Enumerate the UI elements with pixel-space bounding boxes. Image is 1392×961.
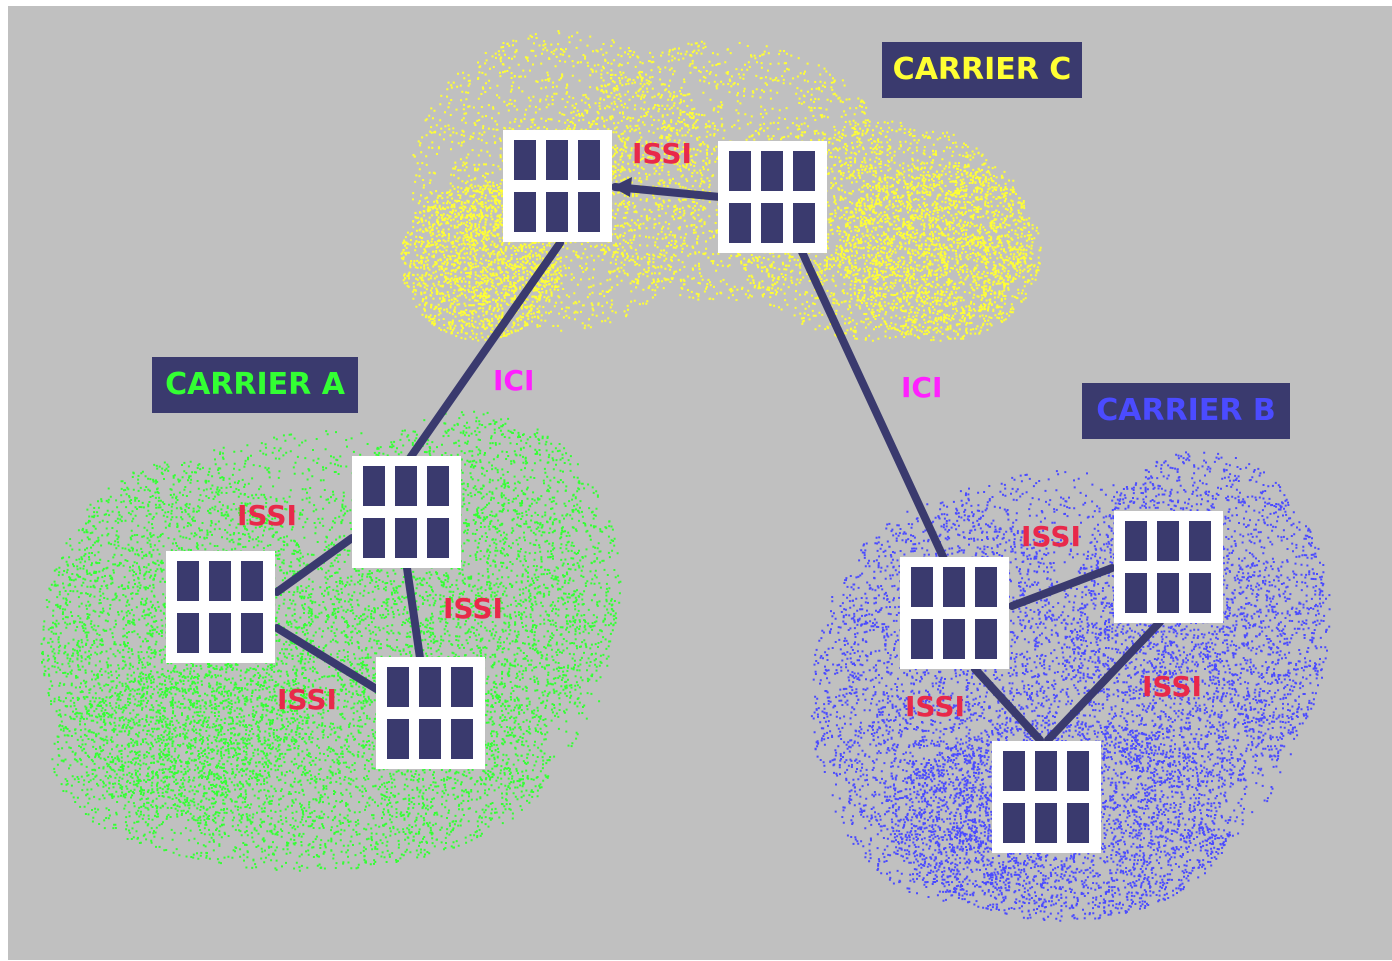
switch-node-b3 (992, 741, 1101, 853)
building-grid-icon (514, 140, 536, 180)
switch-node-c2 (718, 141, 827, 253)
nodes (166, 130, 1223, 853)
issi-link-c (611, 183, 724, 201)
issi-link-a1 (273, 534, 356, 596)
ici-link-left (406, 239, 564, 462)
building-grid-icon (427, 518, 449, 558)
building-grid-icon (1003, 803, 1025, 843)
building-grid-icon (578, 140, 600, 180)
background (8, 6, 1392, 960)
issi-label-c: ISSI (632, 137, 692, 170)
building-grid-icon (1189, 573, 1211, 613)
building-grid-icon (177, 561, 199, 601)
carrier-a-label: CARRIER A (152, 357, 358, 413)
switch-node-b2 (1114, 511, 1223, 623)
carrier-c-cloud (400, 30, 1042, 342)
issi-label-a-right: ISSI (443, 592, 503, 625)
building-grid-icon (729, 151, 751, 191)
building-grid-icon (729, 203, 751, 243)
switch-node-a2 (166, 551, 275, 663)
ici-label-left: ICI (493, 364, 535, 397)
building-grid-icon (911, 619, 933, 659)
issi-label-a-bottom: ISSI (277, 683, 337, 716)
ici-link-right (798, 248, 949, 565)
building-grid-icon (761, 203, 783, 243)
building-grid-icon (241, 613, 263, 653)
building-grid-icon (395, 466, 417, 506)
building-grid-icon (1125, 521, 1147, 561)
building-grid-icon (578, 192, 600, 232)
switch-node-b1 (900, 557, 1009, 669)
issi-link-a3 (273, 624, 382, 694)
carrier-a-cloud (40, 410, 622, 872)
building-grid-icon (177, 613, 199, 653)
issi-arrowhead (612, 177, 632, 197)
building-grid-icon (546, 140, 568, 180)
building-grid-icon (241, 561, 263, 601)
switch-node-a3 (376, 657, 485, 769)
switch-node-c1 (503, 130, 612, 242)
building-grid-icon (943, 567, 965, 607)
building-grid-icon (363, 466, 385, 506)
building-grid-icon (363, 518, 385, 558)
building-grid-icon (1189, 521, 1211, 561)
issi-link-b2 (971, 665, 1044, 744)
building-grid-icon (761, 151, 783, 191)
building-grid-icon (1067, 803, 1089, 843)
switch-node-a1 (352, 456, 461, 568)
carrier-b-label: CARRIER B (1082, 383, 1290, 439)
building-grid-icon (387, 667, 409, 707)
carrier-clouds (40, 30, 1331, 922)
building-grid-icon (793, 203, 815, 243)
building-grid-icon (427, 466, 449, 506)
issi-label-a-top: ISSI (237, 499, 297, 532)
building-grid-icon (975, 567, 997, 607)
issi-label-b-bottom-left: ISSI (905, 690, 965, 723)
building-grid-icon (911, 567, 933, 607)
building-grid-icon (1035, 803, 1057, 843)
building-grid-icon (451, 719, 473, 759)
issi-link-b3 (1044, 618, 1164, 744)
carrier-c-label: CARRIER C (882, 42, 1082, 98)
issi-label-b-top: ISSI (1021, 520, 1081, 553)
building-grid-icon (943, 619, 965, 659)
issi-link-a2 (403, 564, 424, 662)
building-grid-icon (395, 518, 417, 558)
building-grid-icon (514, 192, 536, 232)
issi-link-b1 (1008, 564, 1116, 610)
ici-label-right: ICI (901, 371, 943, 404)
building-grid-icon (209, 561, 231, 601)
building-grid-icon (1157, 521, 1179, 561)
building-grid-icon (387, 719, 409, 759)
building-grid-icon (1125, 573, 1147, 613)
building-grid-icon (419, 667, 441, 707)
building-grid-icon (1035, 751, 1057, 791)
building-grid-icon (419, 719, 441, 759)
building-grid-icon (1067, 751, 1089, 791)
links (273, 177, 1164, 744)
issi-label-b-right: ISSI (1142, 670, 1202, 703)
building-grid-icon (793, 151, 815, 191)
building-grid-icon (546, 192, 568, 232)
building-grid-icon (209, 613, 231, 653)
building-grid-icon (975, 619, 997, 659)
building-grid-icon (1003, 751, 1025, 791)
building-grid-icon (1157, 573, 1179, 613)
building-grid-icon (451, 667, 473, 707)
